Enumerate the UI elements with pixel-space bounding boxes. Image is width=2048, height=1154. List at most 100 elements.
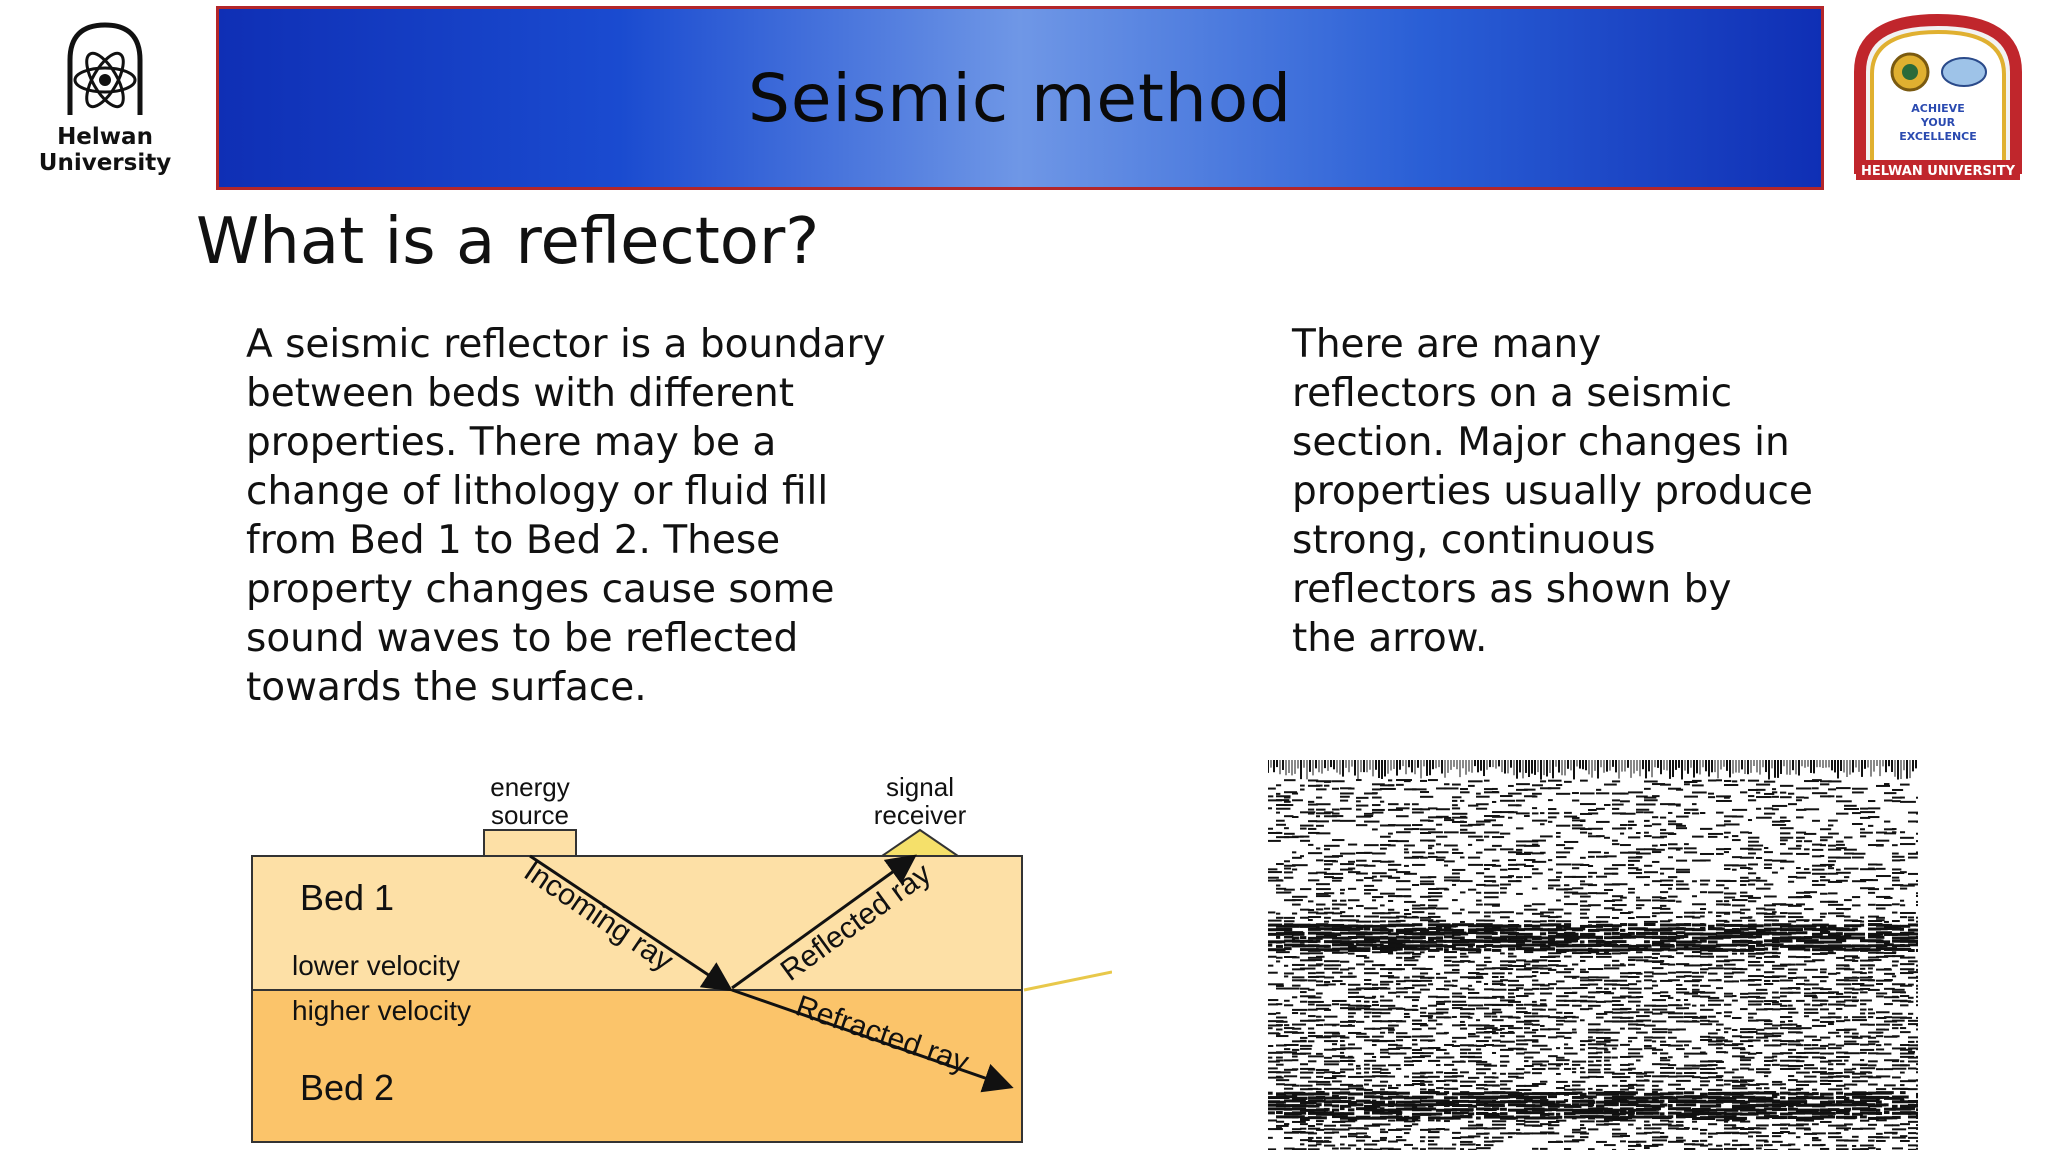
seismic-reflection-stroke — [1292, 1131, 1306, 1134]
seismic-reflection-stroke — [1324, 983, 1336, 986]
seismic-reflection-stroke — [1716, 1023, 1724, 1026]
seismic-reflection-stroke — [1708, 1032, 1718, 1035]
seismic-reflection-stroke — [1908, 960, 1918, 963]
seismic-reflection-stroke — [1356, 796, 1369, 799]
seismic-reflection-stroke — [1340, 1104, 1352, 1108]
seismic-reflection-stroke — [1772, 1035, 1782, 1038]
seismic-reflection-stroke — [1820, 1100, 1833, 1104]
seismic-reflection-stroke — [1820, 968, 1827, 971]
seismic-reflection-stroke — [1428, 1136, 1440, 1139]
seismic-reflection-stroke — [1748, 799, 1757, 802]
seismic-reflection-stroke — [1268, 1076, 1284, 1079]
seismic-reflection-stroke — [1532, 1104, 1543, 1108]
seismic-reflection-stroke — [1276, 831, 1281, 834]
seismic-reflection-stroke — [1660, 1096, 1673, 1100]
seismic-reflection-stroke — [1644, 831, 1649, 834]
seismic-reflection-stroke — [1748, 1091, 1760, 1095]
seismic-reflection-stroke — [1284, 796, 1291, 799]
seismic-reflection-stroke — [1420, 819, 1431, 822]
seismic-reflection-stroke — [1812, 1092, 1819, 1096]
seismic-reflection-stroke — [1836, 856, 1852, 859]
seismic-reflection-stroke — [1756, 1087, 1762, 1090]
seismic-reflection-stroke — [1668, 895, 1678, 898]
seismic-reflection-stroke — [1868, 944, 1883, 948]
seismic-reflection-stroke — [1332, 1035, 1346, 1038]
seismic-reflection-stroke — [1820, 1067, 1827, 1070]
seismic-reflection-stroke — [1652, 932, 1658, 936]
seismic-reflection-stroke — [1620, 1011, 1631, 1014]
seismic-reflection-stroke — [1580, 955, 1593, 958]
seismic-reflection-stroke — [1556, 1103, 1571, 1107]
seismic-reflection-stroke — [1556, 1023, 1564, 1026]
seismic-reflection-stroke — [1660, 891, 1669, 894]
seismic-reflection-stroke — [1396, 987, 1408, 990]
seismic-reflection-stroke — [1900, 911, 1916, 914]
seismic-reflection-stroke — [1444, 1108, 1458, 1112]
seismic-reflection-stroke — [1500, 979, 1509, 982]
seismic-reflection-stroke — [1772, 1003, 1782, 1006]
seismic-reflection-stroke — [1324, 1060, 1340, 1063]
seismic-reflection-stroke — [1396, 831, 1411, 834]
seismic-reflection-stroke — [1476, 792, 1481, 795]
seismic-reflection-stroke — [1580, 908, 1590, 911]
seismic-reflection-stroke — [1644, 819, 1650, 822]
seismic-reflection-stroke — [1508, 920, 1514, 923]
seismic-reflection-stroke — [1660, 835, 1668, 838]
seismic-reflection-stroke — [1636, 951, 1643, 954]
seismic-reflection-stroke — [1420, 907, 1435, 910]
seismic-reflection-stroke — [1732, 928, 1740, 932]
seismic-reflection-stroke — [1860, 816, 1871, 819]
seismic-reflection-stroke — [1876, 839, 1890, 842]
seismic-reflection-stroke — [1396, 991, 1408, 994]
seismic-reflection-stroke — [1524, 908, 1538, 911]
seismic-reflection-stroke — [1428, 983, 1434, 986]
seismic-reflection-stroke — [1884, 1084, 1896, 1087]
seismic-reflection-stroke — [1380, 995, 1385, 998]
seismic-reflection-stroke — [1556, 1047, 1561, 1050]
seismic-reflection-stroke — [1460, 856, 1465, 859]
seismic-reflection-stroke — [1524, 992, 1535, 995]
seismic-reflection-stroke — [1748, 1083, 1760, 1086]
seismic-reflection-stroke — [1548, 887, 1554, 890]
seismic-reflection-stroke — [1452, 1044, 1460, 1047]
seismic-reflection-stroke — [1644, 1079, 1649, 1082]
seismic-reflection-stroke — [1308, 936, 1323, 940]
seismic-reflection-stroke — [1644, 971, 1654, 974]
seismic-reflection-stroke — [1692, 1099, 1707, 1103]
seismic-reflection-stroke — [1820, 780, 1832, 783]
seismic-reflection-stroke — [1564, 1036, 1572, 1039]
seismic-reflection-stroke — [1804, 979, 1810, 982]
seismic-reflection-stroke — [1356, 851, 1371, 854]
seismic-reflection-stroke — [1324, 916, 1331, 919]
seismic-reflection-stroke — [1580, 959, 1586, 962]
seismic-reflection-stroke — [1532, 843, 1539, 846]
seismic-reflection-stroke — [1636, 980, 1642, 983]
seismic-reflection-stroke — [1380, 1071, 1391, 1074]
seismic-reflection-stroke — [1516, 995, 1529, 998]
seismic-reflection-stroke — [1388, 1108, 1402, 1112]
seismic-reflection-stroke — [1580, 1132, 1590, 1135]
seismic-reflection-stroke — [1332, 1048, 1346, 1051]
seismic-reflection-stroke — [1628, 1052, 1641, 1055]
seismic-reflection-stroke — [1364, 987, 1379, 990]
seismic-reflection-stroke — [1748, 896, 1761, 899]
seismic-reflection-stroke — [1740, 1079, 1755, 1082]
seismic-reflection-stroke — [1724, 1131, 1740, 1134]
seismic-reflection-stroke — [1900, 796, 1905, 799]
seismic-reflection-stroke — [1548, 1104, 1560, 1108]
seismic-reflection-stroke — [1332, 872, 1344, 875]
seismic-reflection-stroke — [1740, 1095, 1746, 1099]
seismic-reflection-stroke — [1388, 808, 1403, 811]
seismic-reflection-stroke — [1652, 1091, 1658, 1095]
seismic-reflection-stroke — [1708, 979, 1722, 982]
seismic-reflection-stroke — [1844, 927, 1849, 931]
seismic-reflection-stroke — [1540, 944, 1551, 948]
seismic-reflection-stroke — [1508, 816, 1513, 819]
seismic-reflection-stroke — [1596, 875, 1608, 878]
seismic-reflection-stroke — [1604, 983, 1618, 986]
seismic-reflection-stroke — [1396, 840, 1409, 843]
seismic-reflection-stroke — [1356, 808, 1362, 811]
seismic-reflection-stroke — [1636, 907, 1642, 910]
seismic-reflection-stroke — [1612, 895, 1624, 898]
seismic-reflection-stroke — [1476, 823, 1485, 826]
